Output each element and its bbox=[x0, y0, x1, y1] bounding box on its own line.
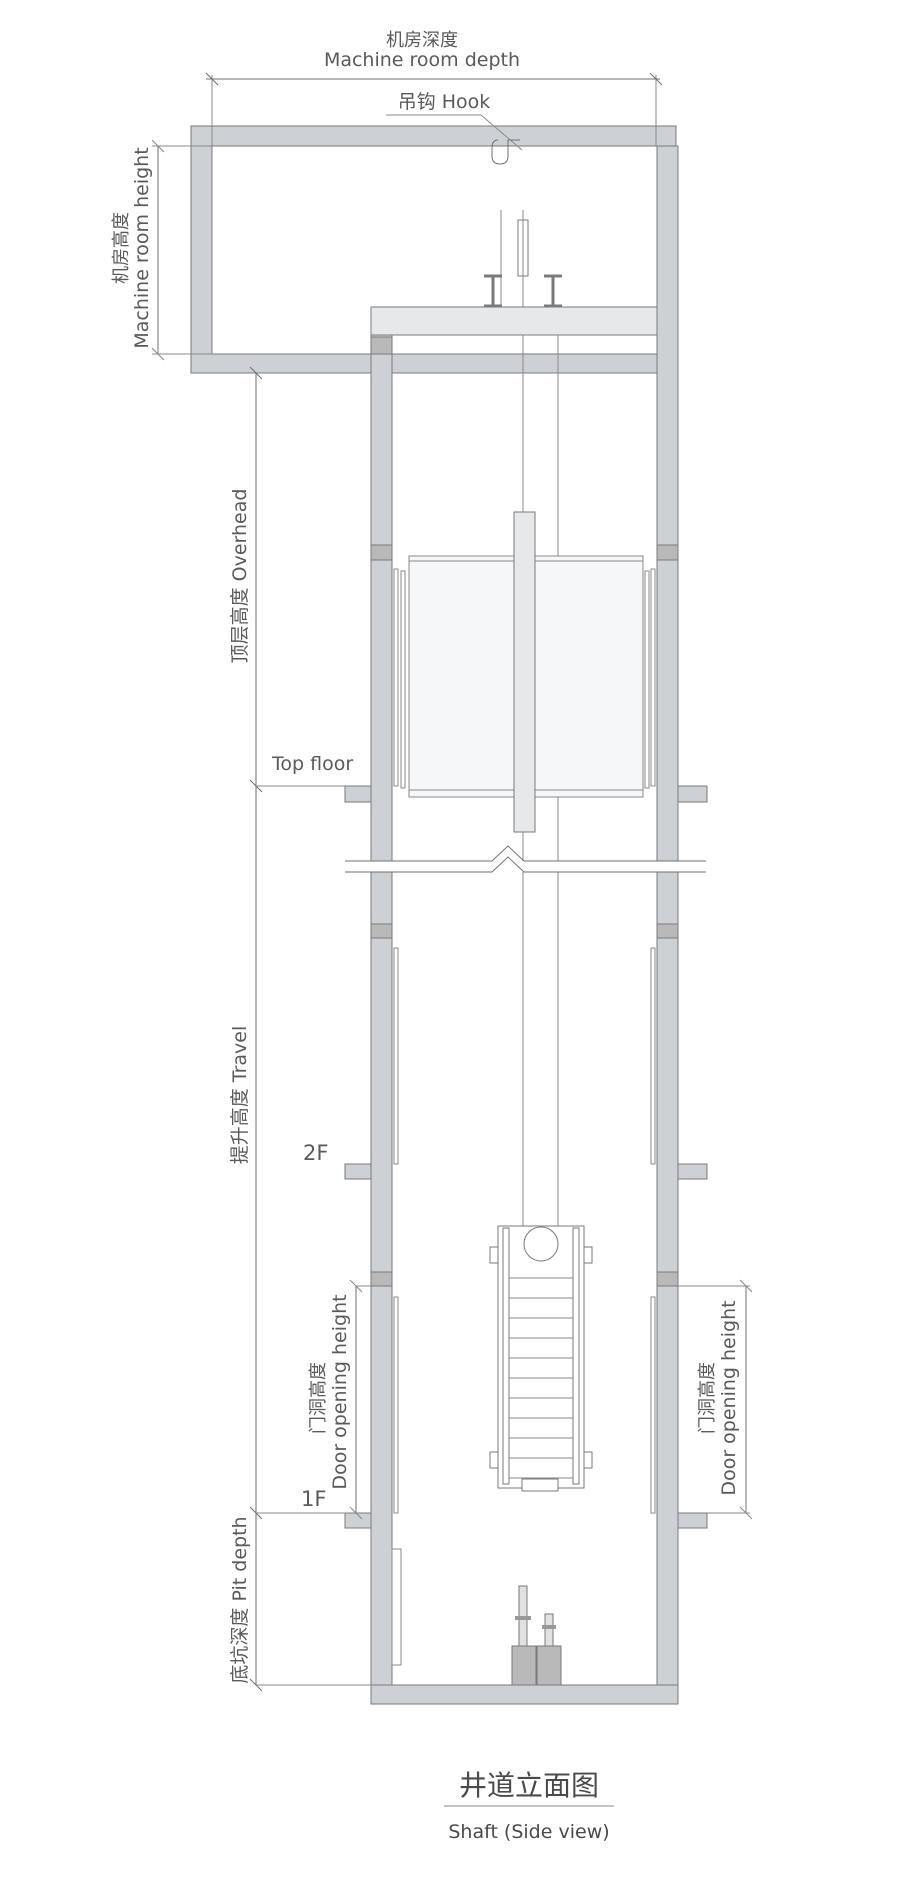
machine-room bbox=[190, 125, 677, 374]
machine-room-ceiling bbox=[190, 125, 677, 147]
machine-room-depth-label-cn: 机房深度 bbox=[386, 30, 458, 51]
floor-1f-label: 1F bbox=[301, 1487, 326, 1511]
door-opening-right-label-en: Door opening height bbox=[718, 1300, 740, 1495]
machine-beam bbox=[370, 306, 674, 336]
break-line bbox=[340, 845, 710, 873]
floor-1f-sill bbox=[344, 1512, 708, 1529]
counterweight bbox=[489, 1225, 593, 1492]
pit-depth-label: 底坑深度 Pit depth bbox=[229, 1516, 251, 1683]
door-opening-left-label-cn: 门洞高度 bbox=[308, 1362, 329, 1434]
floor-2f-sill bbox=[344, 1163, 708, 1180]
car-sling bbox=[513, 511, 536, 833]
pit-floor bbox=[370, 1684, 679, 1705]
landing-doors bbox=[393, 568, 656, 1514]
top-floor-label: Top floor bbox=[271, 753, 353, 775]
top-floor-sill bbox=[344, 785, 708, 803]
travel-label: 提升高度 Travel bbox=[229, 1026, 251, 1165]
pit-ladder bbox=[391, 1548, 402, 1666]
machine-room-floor bbox=[190, 353, 677, 374]
sheave-icon bbox=[523, 1226, 559, 1262]
shaft-left-wall bbox=[370, 334, 393, 1705]
shaft-walls bbox=[344, 145, 708, 1705]
hook-label: 吊钩 Hook bbox=[398, 91, 491, 113]
floor-2f-label: 2F bbox=[303, 1141, 328, 1165]
door-opening-left-label-en: Door opening height bbox=[329, 1294, 351, 1489]
caption-title-cn: 井道立面图 bbox=[459, 1769, 599, 1802]
door-opening-right-label-cn: 门洞高度 bbox=[697, 1362, 718, 1434]
machine-room-left-wall bbox=[190, 125, 213, 374]
i-beam-right bbox=[544, 274, 562, 308]
caption-title-en: Shaft (Side view) bbox=[448, 1821, 609, 1843]
overhead-label: 顶层高度 Overhead bbox=[229, 489, 251, 664]
machine-room-height-label-cn: 机房高度 bbox=[111, 212, 132, 284]
dimension-lines bbox=[151, 72, 753, 1807]
machine-room-height-label-en: Machine room height bbox=[131, 147, 153, 348]
i-beam-left bbox=[484, 274, 502, 308]
elevator-car bbox=[400, 511, 650, 833]
buffers bbox=[511, 1585, 562, 1686]
machine-room-depth-label-en: Machine room depth bbox=[324, 49, 520, 71]
hook-icon bbox=[491, 139, 520, 165]
